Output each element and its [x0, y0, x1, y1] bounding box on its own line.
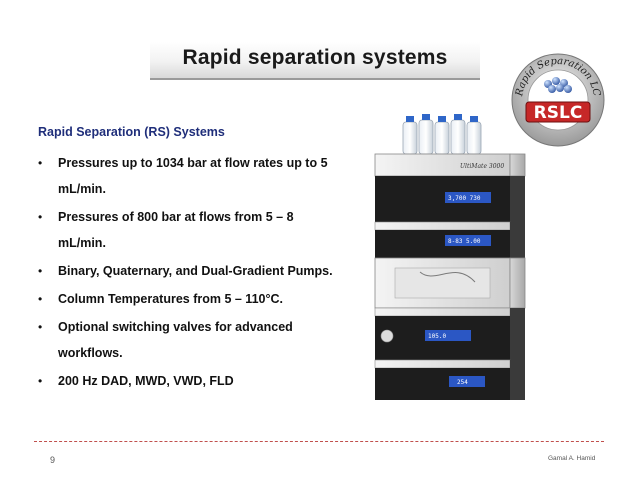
instrument-module-column: 105.0	[374, 307, 525, 360]
instrument-display-3: 105.0	[428, 333, 446, 340]
bullet-item: • Optional switching valves for advanced …	[38, 314, 338, 366]
subheading: Rapid Separation (RS) Systems	[38, 125, 225, 139]
bullet-item: • Pressures of 800 bar at flows from 5 – …	[38, 204, 338, 256]
bullet-marker: •	[38, 374, 43, 388]
bullet-text: 200 Hz DAD, MWD, VWD, FLD	[58, 374, 234, 388]
instrument-module-top: UltiMate 3000 3,700 730	[374, 153, 526, 222]
instrument-brand: UltiMate 3000	[460, 163, 504, 170]
bullet-item: • Pressures up to 1034 bar at flow rates …	[38, 150, 338, 202]
slide-title: Rapid separation systems	[182, 46, 448, 69]
bullet-item: • 200 Hz DAD, MWD, VWD, FLD	[38, 368, 338, 394]
solvent-bottles-icon	[402, 114, 482, 155]
rslc-logo: Rapid Separation LC RSLC	[511, 53, 605, 147]
bullet-marker: •	[38, 292, 43, 306]
bullet-text: Column Temperatures from 5 – 110°C.	[58, 292, 283, 306]
page-number: 9	[50, 455, 56, 465]
bullet-text: Pressures of 800 bar at flows from 5 – 8…	[58, 210, 294, 250]
instrument-display-4: 254	[457, 379, 468, 386]
instrument-display-2: 8-83 5.00	[448, 238, 481, 245]
bullet-marker: •	[38, 156, 43, 170]
author-credit: Gamal A. Hamid	[548, 455, 596, 462]
bullet-marker: •	[38, 210, 43, 224]
footer-divider	[34, 441, 604, 442]
logo-badge-text: RSLC	[534, 103, 583, 123]
title-underline	[150, 78, 480, 80]
beads-icon	[544, 77, 572, 93]
instrument-module-detector: 254	[374, 359, 525, 400]
bullet-text: Pressures up to 1034 bar at flow rates u…	[58, 156, 328, 196]
bullet-text: Optional switching valves for advanced w…	[58, 320, 293, 360]
bullet-item: • Binary, Quaternary, and Dual-Gradient P…	[38, 258, 338, 284]
instrument-display-1: 3,700 730	[448, 195, 481, 202]
instrument-module-pump: 8-83 5.00	[374, 221, 525, 258]
bullet-item: • Column Temperatures from 5 – 110°C.	[38, 286, 338, 312]
title-bar	[150, 42, 480, 78]
bullet-text: Binary, Quaternary, and Dual-Gradient Pu…	[58, 264, 333, 278]
instrument-photo: UltiMate 3000 3,700 730 8-83 5.00 105.0	[374, 114, 526, 400]
instrument-module-autosampler	[374, 257, 526, 309]
bullet-marker: •	[38, 264, 43, 278]
bullet-list: • Pressures up to 1034 bar at flow rates …	[38, 150, 338, 394]
bullet-marker: •	[38, 320, 43, 334]
